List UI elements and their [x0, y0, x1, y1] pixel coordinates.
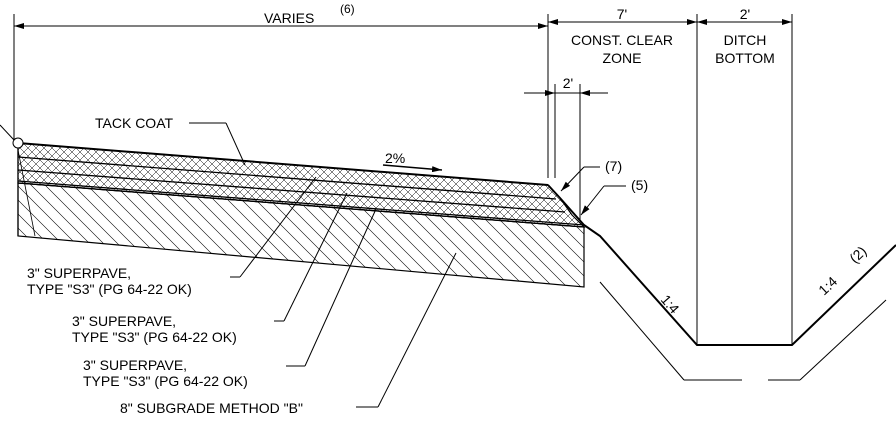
backslope-note: (2): [846, 243, 869, 266]
edge-marker: [12, 137, 24, 149]
ditch-label-line1: DITCH: [724, 32, 767, 48]
pavement-section: [0, 124, 586, 288]
layer1-label-line1: 3" SUPERPAVE,: [27, 265, 131, 281]
backslope-label: 1:4: [815, 273, 840, 298]
dimension-lines: [13, 14, 793, 345]
varies-dimension-label: VARIES: [264, 10, 314, 26]
layer1-label-line2: TYPE "S3" (PG 64-22 OK): [27, 281, 192, 297]
clear-zone-label-line2: ZONE: [603, 50, 642, 66]
layer3-label-line1: 3" SUPERPAVE,: [83, 357, 187, 373]
layer2-label-line1: 3" SUPERPAVE,: [72, 313, 176, 329]
foreslope-label: 1:4: [658, 291, 683, 316]
varies-note: (6): [340, 2, 355, 16]
clear-zone-width: 7': [617, 6, 627, 22]
clear-zone-label-line1: CONST. CLEAR: [571, 32, 673, 48]
layer2-label-line2: TYPE "S3" (PG 64-22 OK): [72, 329, 237, 345]
cross-slope-label: 2%: [385, 150, 405, 166]
leaders: [189, 122, 626, 408]
subgrade-label: 8" SUBGRADE METHOD "B": [120, 400, 303, 416]
shoulder-width: 2': [563, 75, 573, 91]
ditch-label-line2: BOTTOM: [715, 50, 775, 66]
ditch-width: 2': [740, 6, 750, 22]
layer3-label-line2: TYPE "S3" (PG 64-22 OK): [83, 373, 248, 389]
note-5: (5): [631, 177, 648, 193]
tack-coat-label: TACK COAT: [95, 115, 173, 131]
ditch-profile: [547, 184, 896, 381]
note-7: (7): [605, 158, 622, 174]
